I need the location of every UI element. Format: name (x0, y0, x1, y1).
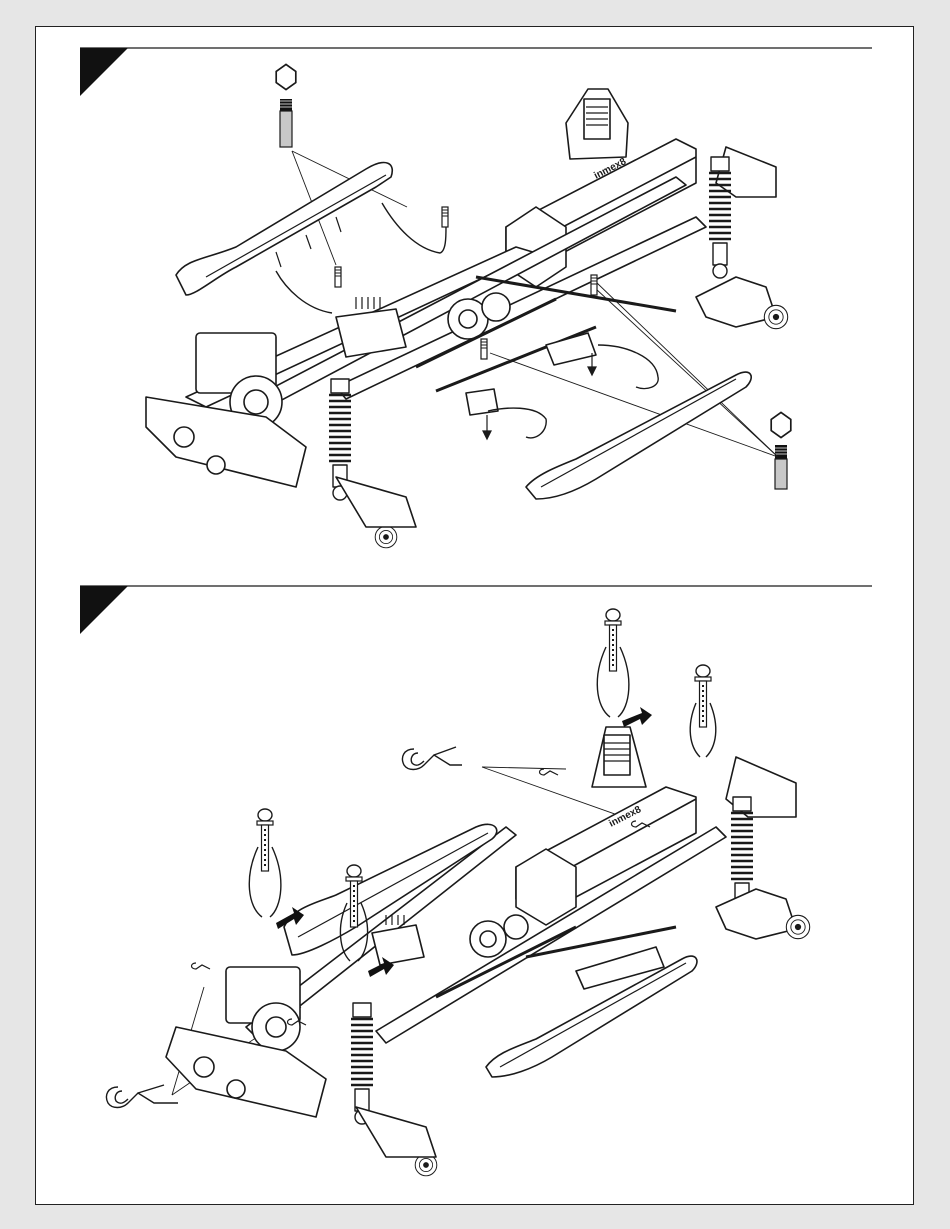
step-1-marker (80, 48, 128, 96)
hex-key-icon (276, 64, 296, 147)
instruction-sheet: inmex8 (35, 26, 914, 1205)
hex-key-icon (771, 412, 791, 489)
body-clip-icon (106, 1085, 178, 1108)
assembly-diagram: inmex8 (36, 27, 915, 1206)
chassis-step-1: inmex8 (146, 89, 788, 548)
step-2-marker (80, 586, 128, 634)
step-2-panel: inmex8 (80, 586, 872, 1176)
body-clip-icon (402, 747, 462, 770)
chassis-step-2: inmex8 (166, 727, 810, 1176)
step-1-panel: inmex8 (80, 48, 872, 548)
